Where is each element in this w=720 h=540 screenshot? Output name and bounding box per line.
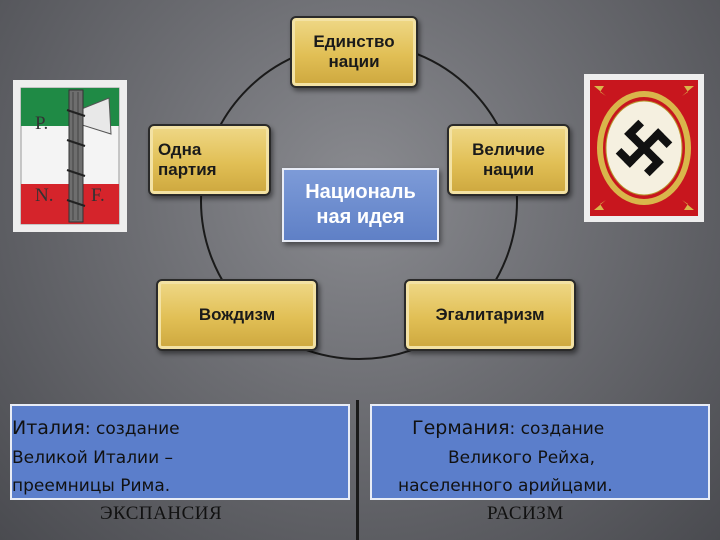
germany-country-label: Германия xyxy=(412,417,510,439)
node-greatness: Величие нации xyxy=(447,124,570,196)
node-leaderism-label: Вождизм xyxy=(198,305,276,324)
node-one-party: Одна партия xyxy=(148,124,271,196)
italy-emblem-letter-p: P. xyxy=(35,113,49,134)
italy-line-1-rest: : создание xyxy=(84,419,180,439)
swastika-standard-icon xyxy=(584,74,704,222)
node-unity: Единство нации xyxy=(290,16,418,88)
germany-line-1-rest: : создание xyxy=(509,419,605,439)
node-egalitarianism: Эгалитаризм xyxy=(404,279,576,351)
italy-emblem-letter-n: N. xyxy=(35,185,54,206)
center-node-label: Националь ная идея xyxy=(305,181,416,228)
node-unity-label: Единство нации xyxy=(313,32,395,71)
node-leaderism: Вождизм xyxy=(156,279,318,351)
italy-line-3: преемницы Рима. xyxy=(12,476,171,496)
germany-footer-racism: РАСИЗМ xyxy=(487,503,564,524)
germany-line-3: населенного арийцами. xyxy=(398,476,613,496)
italy-line-1: Италия: создание xyxy=(12,418,180,439)
italy-line-2: Великой Италии – xyxy=(12,448,174,468)
italy-footer-expansion: ЭКСПАНСИЯ xyxy=(100,503,223,524)
italy-panel xyxy=(10,404,350,500)
node-greatness-label: Величие нации xyxy=(472,140,545,179)
italy-fascist-emblem: P. N. F. xyxy=(13,80,127,232)
germany-panel xyxy=(370,404,710,500)
fasces-flag-icon xyxy=(13,80,127,232)
italy-emblem-letter-f: F. xyxy=(91,185,105,206)
vertical-divider xyxy=(356,400,359,540)
center-node-national-idea: Националь ная идея xyxy=(282,168,439,242)
italy-country-label: Италия xyxy=(12,417,85,439)
germany-emblem xyxy=(584,74,704,222)
node-egalitarianism-label: Эгалитаризм xyxy=(435,305,545,324)
germany-line-2: Великого Рейха, xyxy=(448,448,596,468)
germany-line-1: Германия: создание xyxy=(412,418,604,439)
node-one-party-label: Одна партия xyxy=(158,140,217,179)
